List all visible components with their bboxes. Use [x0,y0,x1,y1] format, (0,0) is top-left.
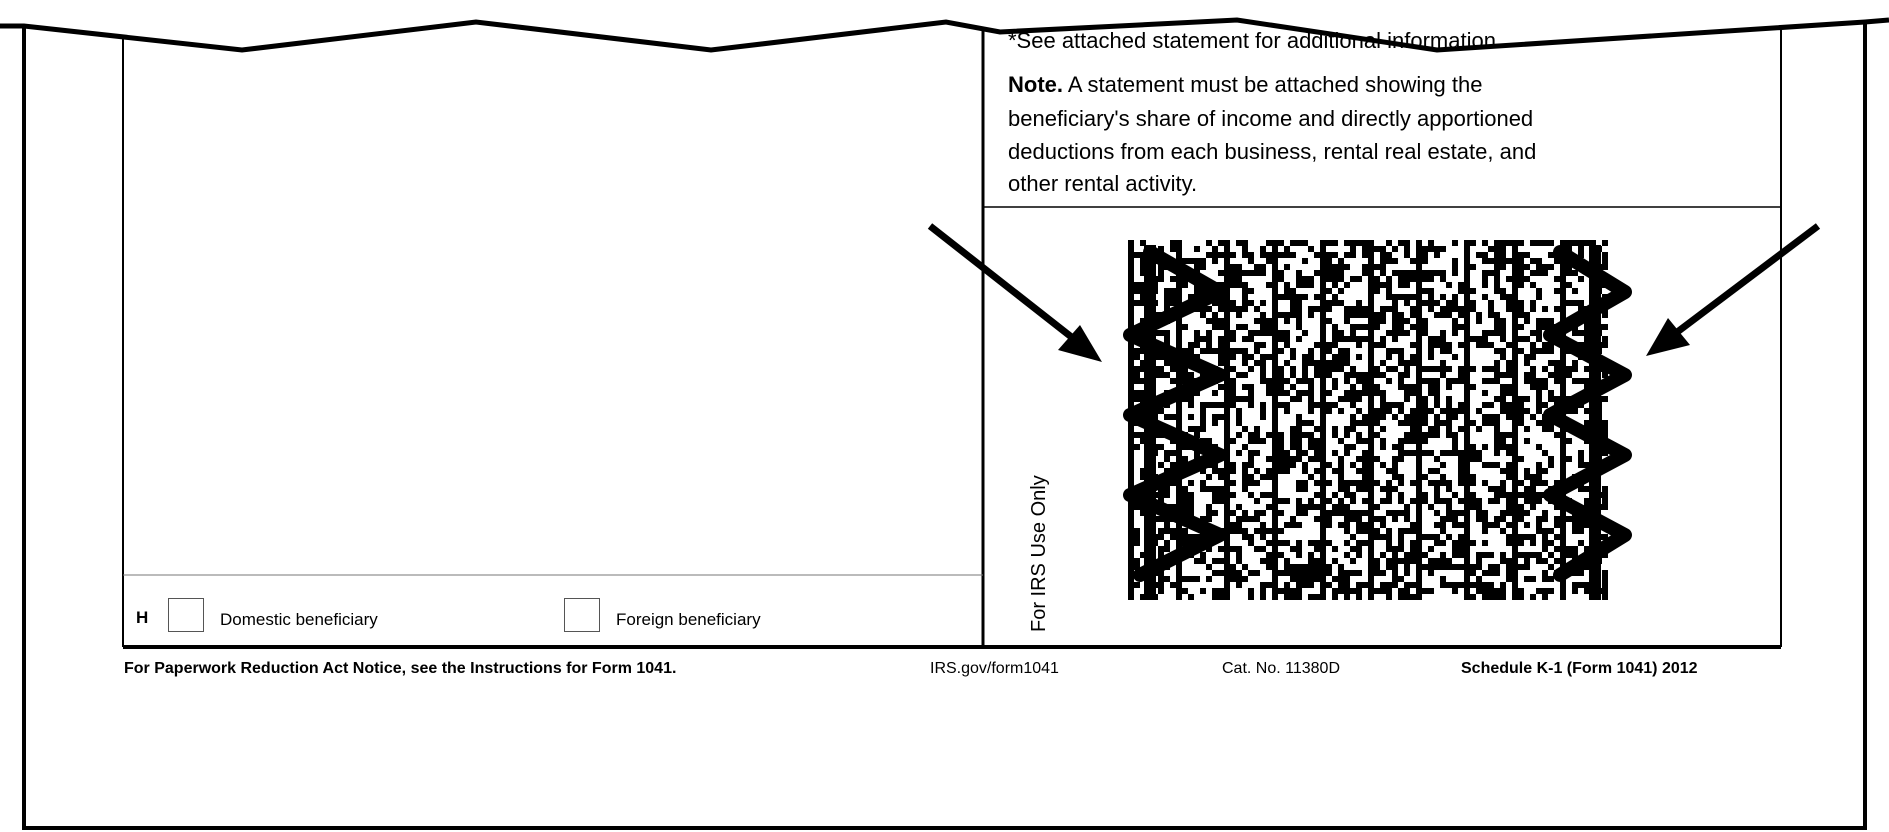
note-line-2: beneficiary's share of income and direct… [1008,106,1534,131]
section-h-letter: H [136,608,149,627]
form-identifier: Schedule K-1 (Form 1041) 2012 [1461,660,1698,677]
irs-use-only-label: For IRS Use Only [1028,475,1050,632]
arrow-right-icon [1646,223,1821,356]
domestic-beneficiary-label: Domestic beneficiary [220,610,378,629]
see-attached-text: *See attached statement for additional i… [1008,28,1503,53]
zigzag-mark-left [1123,245,1227,582]
note-text: A statement must be attached showing the [1063,72,1483,97]
paperwork-notice: For Paperwork Reduction Act Notice, see … [124,660,677,677]
barcode [1128,240,1608,600]
foreign-beneficiary-checkbox[interactable] [564,598,600,632]
catalog-number: Cat. No. 11380D [1222,660,1340,677]
torn-edge-mask [0,0,1889,50]
arrow-left-icon [927,223,1102,362]
foreign-beneficiary-label: Foreign beneficiary [616,610,761,629]
domestic-beneficiary-checkbox[interactable] [168,598,204,632]
note-line-4: other rental activity. [1008,171,1198,196]
outer-border [22,24,1867,830]
torn-edge [0,17,1889,53]
barcode-modules [1128,240,1608,600]
irs-url: IRS.gov/form1041 [930,660,1059,677]
note-line-3: deductions from each business, rental re… [1008,139,1537,164]
note-line-1: Note. A statement must be attached showi… [1008,74,1482,96]
note-label: Note. [1008,72,1063,97]
